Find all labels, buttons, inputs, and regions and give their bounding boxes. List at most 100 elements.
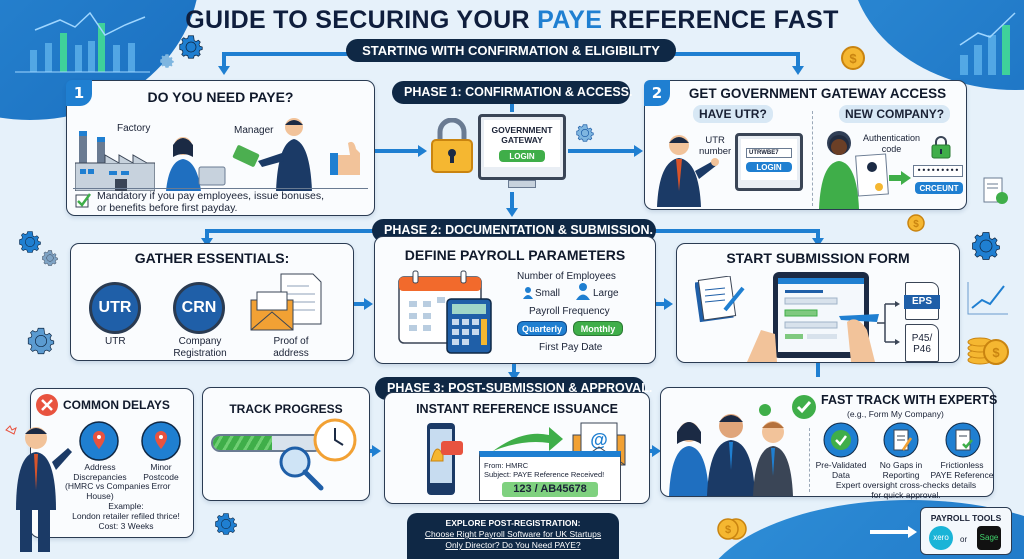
monthly-option[interactable]: Monthly <box>573 321 623 336</box>
postcode-pin-icon <box>141 421 181 461</box>
svg-text:@: @ <box>590 430 608 450</box>
no-gaps-report-icon <box>883 422 919 458</box>
step2-title: GET GOVERNMENT GATEWAY ACCESS <box>688 86 947 101</box>
step2-card: 2 GET GOVERNMENT GATEWAY ACCESS HAVE UTR… <box>644 80 967 210</box>
delay2-line3: Error <box>151 481 171 491</box>
step1-title: DO YOU NEED PAYE? <box>147 89 294 105</box>
coins-icon: $ <box>717 518 747 540</box>
factory-icon <box>75 131 155 191</box>
arrow-right-green-icon <box>889 171 911 185</box>
submission-form-card: START SUBMISSION FORM EPS P45/ P46 <box>676 243 960 363</box>
svg-text:$: $ <box>849 51 857 66</box>
utr-label: UTR <box>105 336 126 347</box>
arrow-right-icon <box>364 298 373 310</box>
title-part2: REFERENCE FAST <box>602 6 839 34</box>
title-accent: PAYE <box>537 6 603 34</box>
have-utr-heading: HAVE UTR? <box>693 105 773 123</box>
tablet-form-icon <box>747 272 879 362</box>
connector <box>870 530 910 534</box>
crn-label-line1: Company <box>178 336 222 347</box>
address-discrepancies-label: Address Discrepancies (HMRC vs Companies… <box>65 462 150 501</box>
auth-label-line2: code <box>881 144 902 154</box>
gear-icon-small <box>42 250 58 266</box>
manager-label: Manager <box>234 125 274 136</box>
instant-reference-card: INSTANT REFERENCE ISSUANCE @ From: HMRC … <box>384 392 650 504</box>
large-option[interactable]: Large <box>593 288 619 299</box>
first-pay-date-label: First Pay Date <box>539 342 603 353</box>
step1-note-line2: or benefits before first payday. <box>97 202 238 214</box>
utr-input[interactable]: UTRWBE7 <box>746 148 792 158</box>
item2-line1: No Gaps in <box>879 460 923 470</box>
delay-example: Example: London retailer refiled thrice!… <box>61 501 191 531</box>
calendar-calculator-icon <box>398 270 492 354</box>
utr-login-button[interactable]: LOGIN <box>746 162 792 172</box>
gear-icon <box>179 35 203 59</box>
checkbox-checked-icon <box>75 193 91 208</box>
gateway-login-button[interactable]: LOGIN <box>499 150 545 162</box>
small-option[interactable]: Small <box>535 288 561 299</box>
utr-login-monitor: UTRWBE7 LOGIN <box>735 133 803 191</box>
arrow-down-icon <box>218 66 230 75</box>
arrow-right-icon <box>372 445 381 457</box>
connector <box>510 100 514 112</box>
payroll-parameters-card: DEFINE PAYROLL PARAMETERS Number of Empl… <box>374 236 656 364</box>
utr-label-line1: UTR <box>705 135 725 146</box>
p46-label: P46 <box>913 344 931 355</box>
experts-team-illustration <box>669 404 793 496</box>
quarterly-option[interactable]: Quarterly <box>517 321 567 336</box>
issuance-title: INSTANT REFERENCE ISSUANCE <box>416 402 618 416</box>
email-subject: Subject: PAYE Reference Received! <box>484 470 605 479</box>
xero-logo[interactable]: xero <box>929 526 953 550</box>
email-from: From: HMRC <box>484 461 529 470</box>
connector <box>816 363 820 377</box>
gateway-monitor: GOVERNMENT GATEWAY LOGIN <box>478 114 566 180</box>
sage-logo[interactable]: Sage <box>977 526 1001 550</box>
utr-number-label: UTR number <box>699 135 731 157</box>
proof-label-line2: address <box>273 348 309 359</box>
factory-label: Factory <box>117 123 151 134</box>
create-account-button[interactable]: CRCEUNT <box>915 182 963 194</box>
arrow-down-icon <box>812 238 824 247</box>
coins-stack-icon: $ <box>967 337 1009 365</box>
connector <box>656 302 668 306</box>
utr-label-line2: number <box>699 146 732 157</box>
item2-line2: Reporting <box>882 470 920 480</box>
connector <box>796 52 800 68</box>
arrow-right-icon <box>634 145 643 157</box>
gear-icon <box>27 327 55 355</box>
connector <box>222 52 352 56</box>
connector <box>375 149 420 153</box>
frictionless-label: Frictionless PAYE Reference <box>929 460 995 480</box>
delay2-line1: Minor <box>150 462 172 472</box>
person-large-icon <box>576 283 590 300</box>
auth-code-input[interactable]: ••••••••• <box>913 165 963 177</box>
experts-title: FAST TRACK WITH EXPERTS <box>821 393 998 407</box>
document-approved-icon <box>983 177 1008 204</box>
green-padlock-icon <box>931 136 951 159</box>
clipboard-pen-icon <box>695 276 745 323</box>
gear-icon <box>19 231 41 253</box>
eps-label: EPS <box>904 295 940 309</box>
padlock-icon <box>431 118 473 173</box>
crn-badge-icon: CRN <box>173 282 225 334</box>
payroll-software-link[interactable]: Choose Right Payroll Software for UK Sta… <box>424 529 602 539</box>
only-director-link[interactable]: Only Director? Do You Need PAYE? <box>445 540 581 550</box>
title-part1: GUIDE TO SECURING YOUR <box>185 6 538 34</box>
gather-title: GATHER ESSENTIALS: <box>134 250 290 266</box>
paye-reference-number: 123 / AB45678 <box>502 482 598 497</box>
gateway-screen-line2: GATEWAY <box>501 135 543 145</box>
manager-with-cash-illustration <box>232 118 360 191</box>
connector <box>670 52 800 56</box>
example-line3: Cost: 3 Weeks <box>98 521 154 531</box>
svg-text:$: $ <box>725 524 731 536</box>
connector <box>354 302 368 306</box>
arrow-right-icon <box>664 298 673 310</box>
delay2-line2: Postcode <box>143 471 179 482</box>
arrow-right-icon <box>418 145 427 157</box>
gateway-screen-line1: GOVERNMENT <box>491 125 553 135</box>
explore-heading: EXPLORE POST-REGISTRATION: <box>445 518 581 528</box>
connector <box>568 149 638 153</box>
pre-validated-label: Pre-Validated Data <box>813 460 869 480</box>
svg-text:$: $ <box>992 345 1000 360</box>
frustrated-man-illustration <box>5 425 72 552</box>
